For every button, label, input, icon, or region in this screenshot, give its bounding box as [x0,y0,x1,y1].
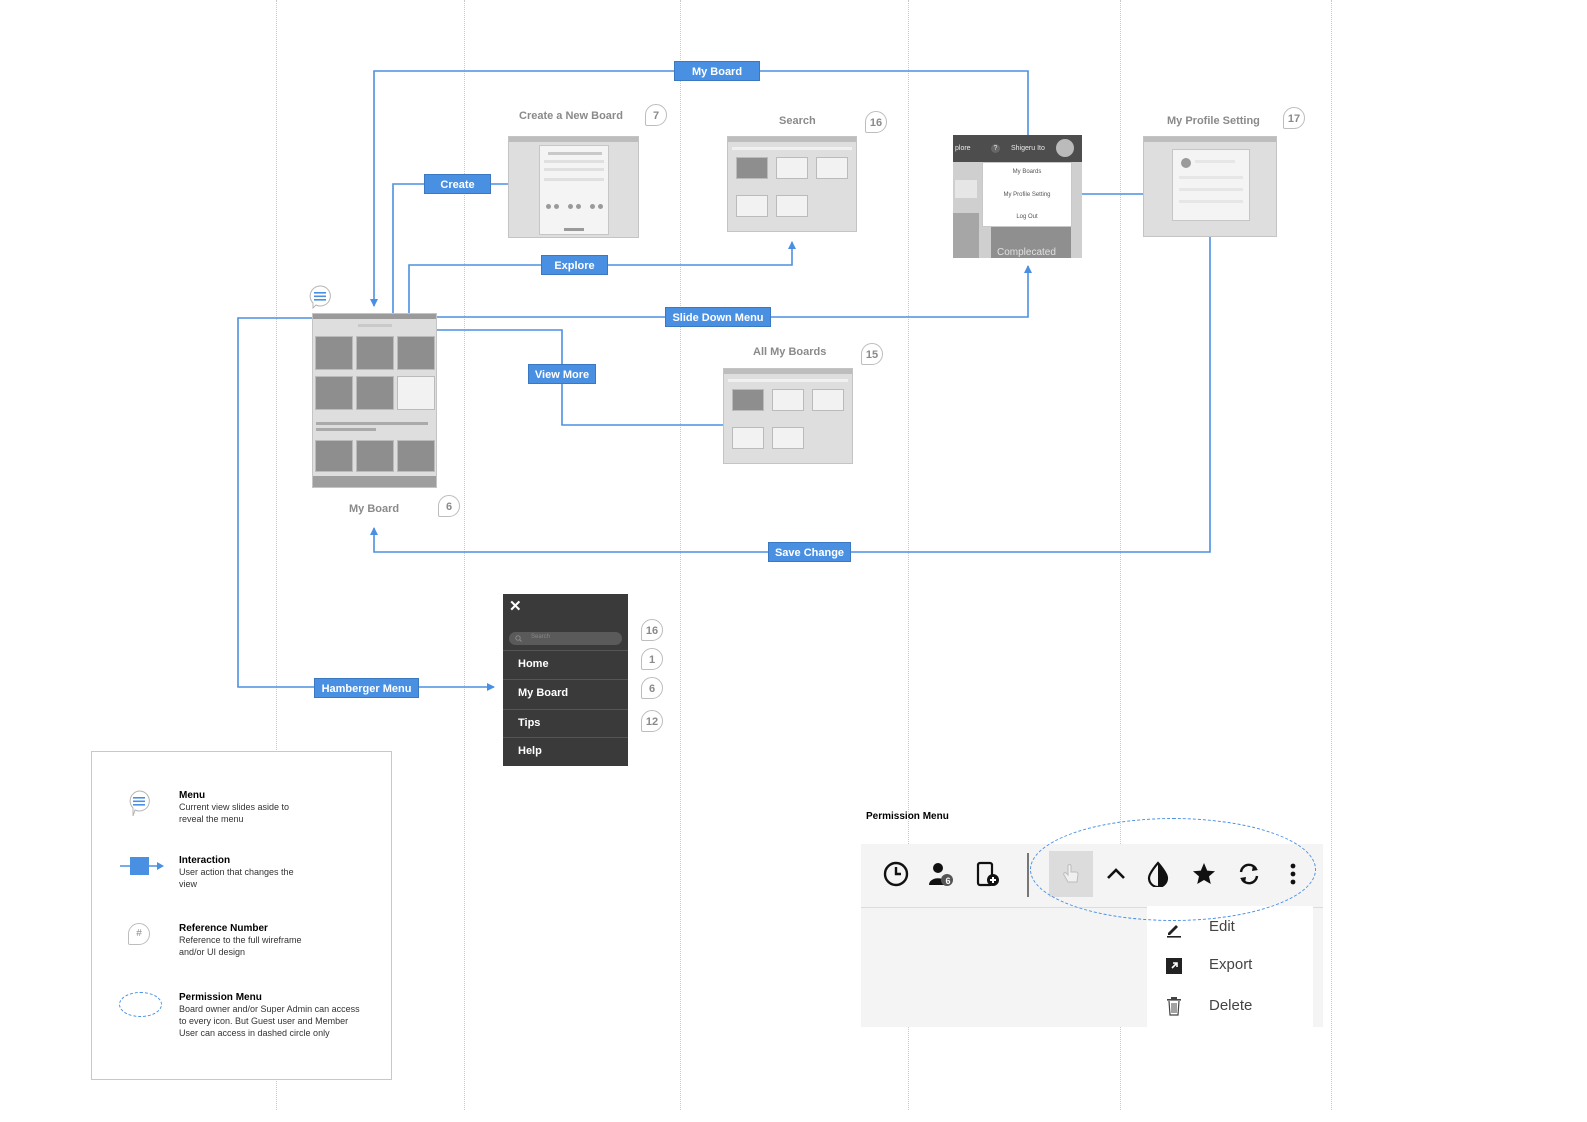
reference-number: 1 [641,648,663,670]
thumbnail-profile-setting[interactable] [1143,136,1277,237]
menu-item-profile-setting[interactable]: My Profile Setting [1003,192,1051,198]
user-name: Shigeru Ito [1011,145,1045,152]
menu-item-label: Tips [518,717,541,729]
clock-icon[interactable] [883,861,909,887]
menu-item-home[interactable]: Home [503,650,628,677]
thumbnail-create-board[interactable] [508,136,639,238]
user-count-badge: 6 [945,876,951,886]
reference-number: 7 [645,104,667,126]
connector-label-view-more: View More [528,364,596,384]
close-icon[interactable]: ✕ [509,598,522,615]
reference-number: 12 [641,710,663,732]
search-input[interactable]: Search [509,632,622,645]
board-title-partial: Complecated [997,247,1056,258]
search-icon [515,635,522,642]
export-icon [1166,958,1182,974]
legend-title-interaction: Interaction [179,855,231,866]
user-badge-icon[interactable] [928,861,954,887]
legend-desc-interaction: User action that changes the view [179,867,294,889]
connector-label-explore: Explore [541,255,608,275]
device-add-icon[interactable] [974,861,1000,887]
profile-dropdown-menu: My Boards My Profile Setting Log Out [982,162,1072,227]
menu-icon [127,789,151,819]
menu-item-export[interactable]: Export [1209,956,1253,973]
menu-item-edit[interactable]: Edit [1209,918,1235,935]
reference-number: 17 [1283,107,1305,129]
legend-title-reference: Reference Number [179,923,268,934]
menu-item-label: Home [518,658,549,670]
legend-desc-menu: Current view slides aside to reveal the … [179,802,290,824]
screen-title-search: Search [779,115,816,127]
interaction-icon [120,855,166,877]
connector-label-create: Create [424,174,491,194]
reference-number: 15 [861,343,883,365]
menu-item-my-boards[interactable]: My Boards [1012,169,1042,175]
trash-icon [1167,997,1181,1016]
hamburger-menu: ✕ Search Home My Board Tips Help [503,594,628,766]
thumbnail-all-my-boards[interactable] [723,368,853,464]
permission-scope-outline [1030,818,1316,921]
guide-line [464,0,465,1110]
screen-title-all-my-boards: All My Boards [753,346,827,358]
reference-number: 16 [641,619,663,641]
screen-title-profile-setting: My Profile Setting [1167,115,1260,127]
reference-number-icon: # [128,923,150,945]
menu-item-help[interactable]: Help [503,737,628,764]
connector-label-hamberger-menu: Hamberger Menu [314,678,419,698]
legend-desc-permission: Board owner and/or Super Admin can acces… [179,1004,360,1038]
menu-item-tips[interactable]: Tips [503,709,628,736]
connector-label-save-change: Save Change [768,542,851,562]
avatar[interactable] [1056,139,1074,157]
menu-item-my-board[interactable]: My Board [503,679,628,706]
guide-line [1331,0,1332,1110]
menu-icon[interactable] [309,285,331,310]
legend-panel: Menu Current view slides aside to reveal… [91,751,392,1080]
thumbnail-search[interactable] [727,136,857,232]
menu-item-label: My Board [518,687,569,699]
connector-label-my-board: My Board [674,61,760,81]
legend-title-permission: Permission Menu [179,992,262,1003]
connector-label-slide-down-menu: Slide Down Menu [665,307,771,327]
search-placeholder: Search [531,634,551,640]
reference-number: 6 [641,677,663,699]
guide-line [908,0,909,1110]
nav-explore-partial: plore [955,145,971,152]
guide-line [276,0,277,1110]
reference-number: 6 [438,495,460,517]
guide-line [1120,0,1121,1110]
more-options-dropdown: Edit Export Delete [1147,906,1313,1027]
permission-menu-icon [119,992,162,1017]
screen-title-my-board: My Board [349,503,400,515]
permission-menu-label: Permission Menu [866,811,949,822]
thumbnail-profile-dropdown[interactable]: plore ? Shigeru Ito My Boards My Profile… [953,135,1082,258]
menu-item-log-out[interactable]: Log Out [1016,214,1038,220]
reference-number: 16 [865,111,887,133]
menu-item-label: Help [518,745,542,757]
legend-title-menu: Menu [179,790,206,801]
thumbnail-my-board[interactable] [312,313,437,488]
guide-line [680,0,681,1110]
menu-item-delete[interactable]: Delete [1209,997,1253,1014]
screen-title-create-board: Create a New Board [519,110,623,122]
toolbar-divider [1027,853,1029,897]
legend-desc-reference: Reference to the full wireframe and/or U… [179,935,302,957]
help-icon: ? [991,144,1000,153]
edit-icon [1167,925,1181,938]
